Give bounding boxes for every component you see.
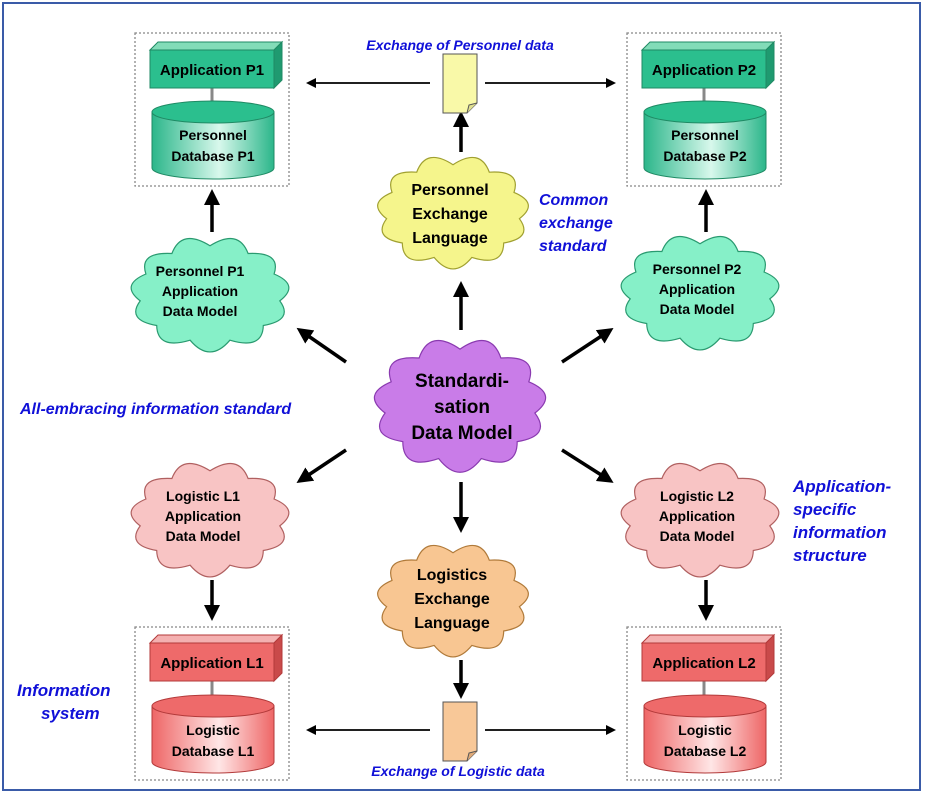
application-p2-box [641,49,767,89]
model-p2-cloud: Personnel P2 Application Data Model [620,235,780,351]
common-standard-line1: Common [539,192,609,209]
system-l2-box [626,626,782,781]
application-l1-box [149,642,275,682]
database-p2-line2: Database P2 [663,148,746,164]
exchange-personnel-label: Exchange of Personnel data [366,37,554,53]
database-l1-line1: Logistic [186,722,240,738]
arrow-center-to-model-l1 [296,448,347,483]
personnel-exchange-line1: Personnel [411,182,488,199]
database-p2-line1: Personnel [671,127,739,143]
model-p1-cloud: Personnel P1 Application Data Model [130,237,290,353]
personnel-exchange-cloud: Personnel Exchange Language [377,156,529,270]
arrow-center-to-model-p1 [296,327,347,364]
logistic-document-icon [442,701,478,762]
all-embracing-label: All-embracing information standard [19,401,292,418]
personnel-document-icon [442,53,478,114]
application-l2-box [641,642,767,682]
center-line2: sation [434,397,490,418]
model-l2-line2: Application [659,508,735,524]
model-l1-line3: Data Model [166,528,241,544]
app-specific-line1: Application- [792,477,892,496]
model-l2-line1: Logistic L2 [660,488,734,504]
application-p2-label: Application P2 [652,62,756,79]
application-p1-box [149,49,275,89]
system-l1: Application L1 Logistic Database L1 [148,633,284,774]
model-p2-line3: Data Model [660,301,735,317]
info-system-line2: system [41,704,100,723]
personnel-exchange-line3: Language [412,230,488,247]
model-p1-line2: Application [162,283,238,299]
app-specific-line3: information [793,523,887,542]
personnel-exchange-line2: Exchange [412,206,488,223]
model-l1-line2: Application [165,508,241,524]
arrow-center-to-model-l2 [561,448,614,483]
system-l2: Application L2 Logistic Database L2 [640,633,776,774]
info-system-line1: Information [17,681,111,700]
system-p1: Application P1 Personnel Database P1 [148,40,284,180]
logistics-exchange-line3: Language [414,615,490,632]
arrow-center-to-model-p2 [561,328,614,364]
model-p2-line2: Application [659,281,735,297]
center-line3: Data Model [411,423,512,444]
common-standard-line3: standard [539,238,608,255]
application-l1-label: Application L1 [160,655,263,672]
system-p1-box [134,32,290,187]
system-p2-box [626,32,782,187]
app-specific-line2: specific [793,500,857,519]
center-cloud: Standardi- sation Data Model [373,339,547,473]
logistics-exchange-cloud: Logistics Exchange Language [377,544,529,658]
center-line1: Standardi- [415,371,509,392]
model-l1-cloud: Logistic L1 Application Data Model [130,462,290,578]
model-l2-line3: Data Model [660,528,735,544]
exchange-logistic-label: Exchange of Logistic data [371,763,545,779]
application-p1-label: Application P1 [160,62,264,79]
database-p1-line1: Personnel [179,127,247,143]
model-p2-line1: Personnel P2 [653,261,742,277]
common-standard-line2: exchange [539,215,613,232]
application-l2-label: Application L2 [652,655,755,672]
app-specific-line4: structure [793,546,867,565]
model-p1-line3: Data Model [163,303,238,319]
database-l1-line2: Database L1 [172,743,255,759]
model-p1-line1: Personnel P1 [156,263,245,279]
model-l1-line1: Logistic L1 [166,488,240,504]
model-l2-cloud: Logistic L2 Application Data Model [620,462,780,578]
logistics-exchange-line2: Exchange [414,591,490,608]
logistics-exchange-line1: Logistics [417,567,487,584]
database-l2-line2: Database L2 [664,743,747,759]
system-l1-box [134,626,290,781]
database-p1-line2: Database P1 [171,148,254,164]
database-l2-line1: Logistic [678,722,732,738]
system-p2: Application P2 Personnel Database P2 [640,40,776,180]
